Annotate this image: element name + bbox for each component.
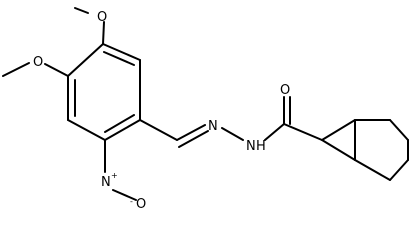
ring-bond-1	[102, 43, 141, 61]
atom-n-nitro-charge: +	[111, 171, 118, 180]
bond-n-o-nitro	[112, 189, 137, 201]
atom-h-hydrazide: H	[256, 139, 266, 154]
cyclopropane-bond-2	[321, 139, 356, 161]
atom-n-imine: N	[208, 119, 218, 134]
molecule-drawing: O O N + O - N N H O	[2, 7, 409, 212]
cyclohexane-bond-2	[389, 119, 409, 141]
bond-ch-n-imine-2	[178, 130, 209, 148]
bond-nh-c	[264, 123, 285, 141]
cyclopropane-bond-1	[321, 119, 356, 141]
atom-o-nitro: O	[136, 197, 146, 212]
ring-bond-3-inner	[104, 114, 135, 133]
chemical-structure-diagram: O O N + O - N N H O	[2, 7, 409, 212]
atom-o-methoxy-top: O	[97, 10, 107, 25]
bond-methyl-left-o	[2, 62, 30, 77]
ring-bond-4	[67, 119, 106, 141]
atom-o-nitro-charge: -	[130, 197, 133, 206]
bonds	[2, 7, 409, 201]
cyclohexane-bond-5	[354, 159, 391, 181]
bond-n-n	[221, 127, 244, 141]
atom-n-nitro: N	[101, 175, 111, 190]
atom-o-carbonyl: O	[280, 83, 290, 98]
bond-methyl-top-o	[74, 7, 89, 14]
bond-ch-n-imine-1	[176, 124, 206, 141]
atom-labels: O O N + O - N N H O	[33, 10, 290, 212]
ring-bond-6	[67, 43, 104, 77]
cyclohexane-bond-4	[389, 159, 409, 181]
atom-n-hydrazide: N	[246, 139, 256, 154]
bond-c-cyclopropane	[283, 123, 323, 141]
bond-ring-ch	[139, 119, 178, 141]
ring-bond-1-inner	[103, 51, 135, 66]
ring-bond-3	[104, 119, 141, 141]
bond-o-left-ring	[44, 63, 69, 77]
atom-o-methoxy-left: O	[33, 55, 43, 70]
bond-o-top-ring	[102, 21, 105, 45]
